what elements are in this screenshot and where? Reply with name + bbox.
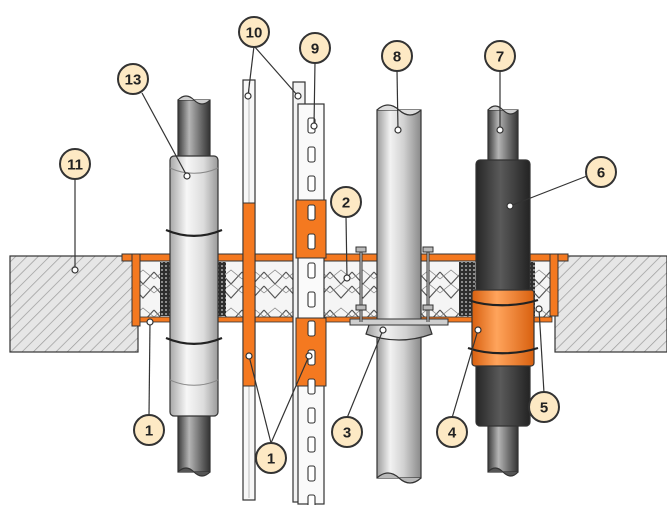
channel-slot xyxy=(307,175,316,192)
channel-slot xyxy=(307,204,316,221)
callout-13: 13 xyxy=(117,63,149,95)
callout-label: 3 xyxy=(343,425,351,442)
callout-label: 9 xyxy=(311,41,319,58)
channel-slot xyxy=(307,407,316,424)
callout-4: 4 xyxy=(436,416,468,448)
channel-slot xyxy=(307,320,316,337)
collar-bolt xyxy=(422,246,434,322)
bandage-4 xyxy=(471,289,535,367)
pipe-13-sleeve xyxy=(169,155,219,417)
pipe-13-break-top xyxy=(177,95,211,105)
callout-1-left: 1 xyxy=(133,414,165,446)
bandage-4-band-top xyxy=(467,298,539,307)
callout-label: 7 xyxy=(496,49,504,66)
pipe-7-break-top xyxy=(487,105,519,115)
channel-9-slots xyxy=(307,117,316,505)
callout-6: 6 xyxy=(585,156,617,188)
collar-3-flange xyxy=(349,318,449,326)
channel-9 xyxy=(292,81,327,505)
callout-3: 3 xyxy=(331,416,363,448)
channel-slot xyxy=(307,233,316,250)
channel-slot xyxy=(307,146,316,163)
rod-10-left-coating xyxy=(242,202,256,387)
pipe-13-wrap-seam xyxy=(169,167,219,174)
callout-label: 4 xyxy=(448,425,457,442)
pipe-7-break-bottom xyxy=(487,467,519,477)
channel-slot xyxy=(307,291,316,308)
pipe-13-band-top xyxy=(165,228,223,238)
callout-label: 1 xyxy=(267,451,275,468)
callout-8: 8 xyxy=(381,40,413,72)
callout-label: 6 xyxy=(597,165,605,182)
callout-1-center: 1 xyxy=(255,442,287,474)
pipe-13-break-bottom xyxy=(177,467,211,477)
channel-slot xyxy=(307,465,316,482)
wall-right xyxy=(554,255,667,353)
wall-slab xyxy=(9,253,667,353)
callout-label: 2 xyxy=(342,195,350,212)
callouts: 1 1 2 3 4 5 6 7 xyxy=(59,16,617,474)
rod-10-left xyxy=(242,79,256,501)
callout-label: 5 xyxy=(540,400,548,417)
channel-slot xyxy=(307,262,316,279)
channel-slot xyxy=(307,436,316,453)
callout-label: 10 xyxy=(246,25,263,42)
callout-label: 8 xyxy=(393,49,401,66)
channel-slot xyxy=(307,494,316,505)
pipe-8 xyxy=(349,104,449,484)
callout-label: 1 xyxy=(145,423,153,440)
dense-block xyxy=(459,262,475,316)
callout-10: 10 xyxy=(238,16,270,48)
callout-2: 2 xyxy=(330,186,362,218)
callout-label: 11 xyxy=(67,157,83,174)
pipe-13-wrap-seam xyxy=(169,379,219,386)
dense-block xyxy=(160,262,172,316)
leader-lines xyxy=(71,45,588,444)
ablative-coating xyxy=(139,316,553,323)
bandage-4-band-bottom xyxy=(467,346,539,355)
pipe-8-body xyxy=(376,109,422,479)
callout-7: 7 xyxy=(484,40,516,72)
callout-5: 5 xyxy=(528,391,560,423)
callout-label: 13 xyxy=(125,72,142,89)
pipe-13-band-bottom xyxy=(165,336,223,346)
coating-right-edge xyxy=(549,253,559,317)
callout-9: 9 xyxy=(299,32,331,64)
channel-slot xyxy=(307,378,316,395)
collar-bolt xyxy=(355,246,367,322)
coating-left-edge xyxy=(131,253,141,327)
pipe-8-break-top xyxy=(376,104,422,116)
pipe-13-wrapped xyxy=(165,95,223,477)
pipe-8-break-bottom xyxy=(376,472,422,484)
callout-11: 11 xyxy=(59,148,91,180)
pipe-7-insulated xyxy=(467,105,539,477)
